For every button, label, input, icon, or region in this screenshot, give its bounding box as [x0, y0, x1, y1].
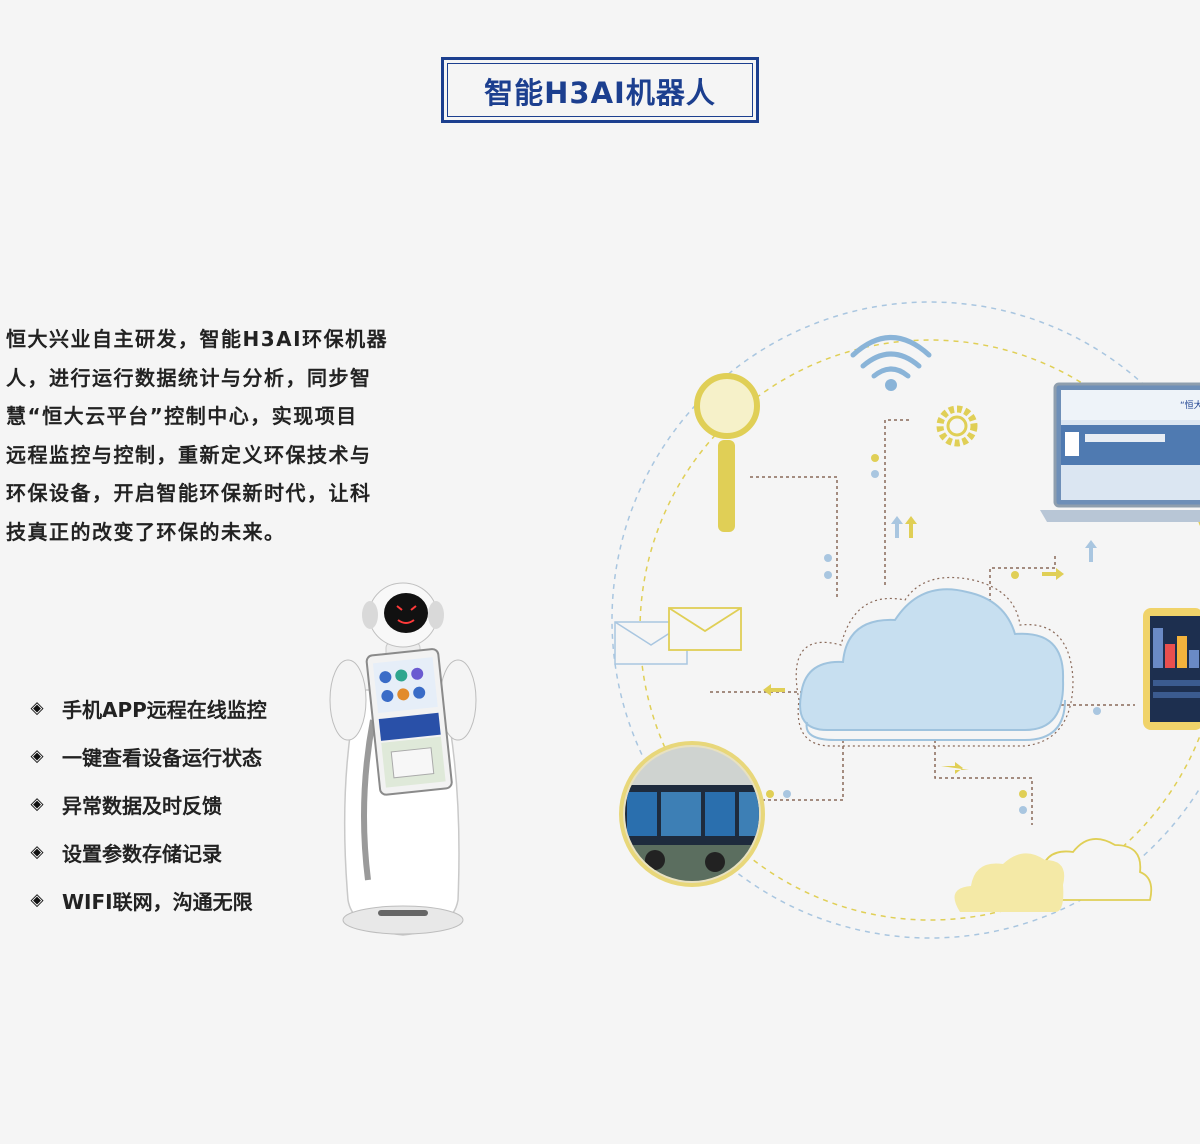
laptop-icon: “恒大云: [1040, 382, 1200, 522]
feature-item: ◈ WIFI联网，沟通无限: [26, 876, 267, 924]
right-arrow-icon: [1042, 568, 1064, 580]
intro-line: 环保设备，开启智能环保新时代，让科: [6, 481, 372, 505]
wifi-icon: [850, 335, 932, 379]
diamond-bullet-icon: ◈: [30, 698, 44, 718]
section-title: 智能H3AI机器人: [484, 76, 716, 110]
envelope-icon: [668, 607, 742, 651]
feature-item: ◈ 手机APP远程在线监控: [26, 684, 267, 732]
intro-line: 远程监控与控制，重新定义环保技术与: [6, 442, 372, 467]
left-arrow-icon: [763, 684, 785, 696]
intro-line: 恒大兴业自主研发，智能H3AI环保机器: [6, 327, 389, 351]
intro-line: 人，进行运行数据统计与分析，同步智: [6, 365, 372, 390]
diamond-bullet-icon: ◈: [30, 794, 44, 814]
connector-dot: [871, 470, 879, 478]
diamond-bullet-icon: ◈: [30, 890, 44, 910]
feature-label: WIFI联网，沟通无限: [62, 889, 253, 914]
connector-dot: [1019, 806, 1027, 814]
control-center-photo: [619, 741, 765, 887]
up-arrow-icon: [905, 516, 917, 538]
tablet-icon: [1143, 608, 1200, 730]
feature-list: ◈ 手机APP远程在线监控 ◈ 一键查看设备运行状态 ◈ 异常数据及时反馈 ◈ 设置参数…: [26, 684, 267, 924]
feature-label: 一键查看设备运行状态: [62, 745, 262, 770]
up-arrow-icon: [1085, 540, 1097, 562]
diamond-bullet-icon: ◈: [30, 746, 44, 766]
intro-line: 慧“恒大云平台”控制中心，实现项目: [6, 404, 358, 428]
feature-label: 异常数据及时反馈: [62, 793, 222, 818]
monitor-header-text: “恒大云: [1180, 399, 1200, 411]
connector-dot: [824, 554, 832, 562]
connector-dot: [1019, 790, 1027, 798]
cloud-icon: [799, 588, 1066, 741]
feature-item: ◈ 设置参数存储记录: [26, 828, 267, 876]
right-arrow-icon: [941, 762, 969, 774]
robot-illustration: [329, 582, 477, 936]
magnifier-icon: [694, 373, 760, 532]
connector-dot: [871, 454, 879, 462]
connector-dot: [824, 571, 832, 579]
section-title-box: 智能H3AI机器人: [441, 57, 759, 123]
connector-dot: [766, 790, 774, 798]
connector-dot: [1093, 707, 1101, 715]
feature-item: ◈ 异常数据及时反馈: [26, 780, 267, 828]
connector-dot: [1011, 571, 1019, 579]
intro-paragraph: 恒大兴业自主研发，智能H3AI环保机器 人，进行运行数据统计与分析，同步智 慧“…: [6, 320, 411, 551]
intro-line: 技真正的改变了环保的未来。: [6, 519, 286, 544]
gear-icon: [936, 405, 978, 447]
up-arrow-icon: [891, 516, 903, 538]
feature-label: 设置参数存储记录: [62, 841, 222, 866]
feature-item: ◈ 一键查看设备运行状态: [26, 732, 267, 780]
diamond-bullet-icon: ◈: [30, 842, 44, 862]
feature-label: 手机APP远程在线监控: [62, 697, 267, 722]
cloud-icon: [954, 838, 1153, 912]
connector-dot: [783, 790, 791, 798]
network-diagram: “恒大云: [611, 301, 1200, 939]
